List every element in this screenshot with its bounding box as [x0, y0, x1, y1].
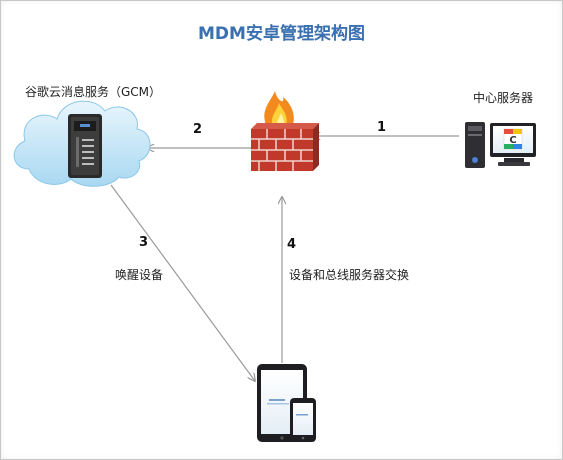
- edge-4-label: 设备和总线服务器交换: [289, 268, 410, 282]
- edge-4-number: 4: [287, 237, 297, 252]
- gcm-label: 谷歌云消息服务（GCM）: [25, 85, 162, 99]
- central-server-icon: C: [465, 122, 536, 168]
- edge-2-number: 2: [193, 122, 203, 137]
- edge-1-number: 1: [377, 120, 387, 135]
- gcm-cloud-icon: [13, 100, 151, 187]
- edge-3-arrow: [110, 184, 255, 381]
- server-screen-glyph: C: [509, 135, 516, 146]
- firewall-icon: [251, 91, 319, 171]
- server-label: 中心服务器: [473, 91, 534, 105]
- android-devices-icon: [257, 364, 316, 442]
- diagram-title: MDM安卓管理架构图: [198, 24, 365, 44]
- edge-3-number: 3: [139, 235, 149, 250]
- edge-3-label: 唤醒设备: [115, 268, 164, 282]
